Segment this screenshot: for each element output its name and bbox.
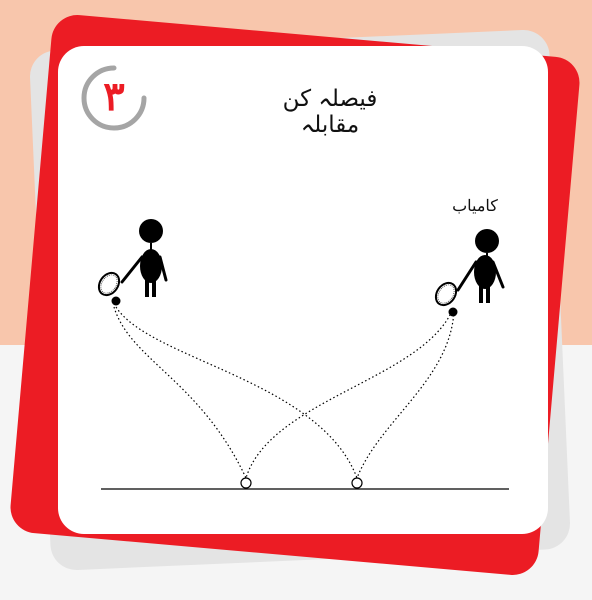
bounce-left: [241, 478, 251, 488]
ball-left-icon: [112, 297, 121, 306]
trajectory-left-to-bounce-right: [116, 307, 357, 478]
ball-right-icon: [449, 308, 458, 317]
player-right-icon: [458, 229, 503, 303]
racket-right-icon: [432, 279, 461, 309]
ball-trajectories: [114, 307, 454, 478]
trajectory-right-to-bounce-left: [246, 311, 452, 478]
racket-left-icon: [95, 269, 124, 299]
player-left-icon: [122, 219, 166, 297]
trajectory-right-to-bounce-right: [357, 311, 454, 478]
trajectory-left-to-bounce-left: [114, 307, 246, 478]
bounce-right: [352, 478, 362, 488]
